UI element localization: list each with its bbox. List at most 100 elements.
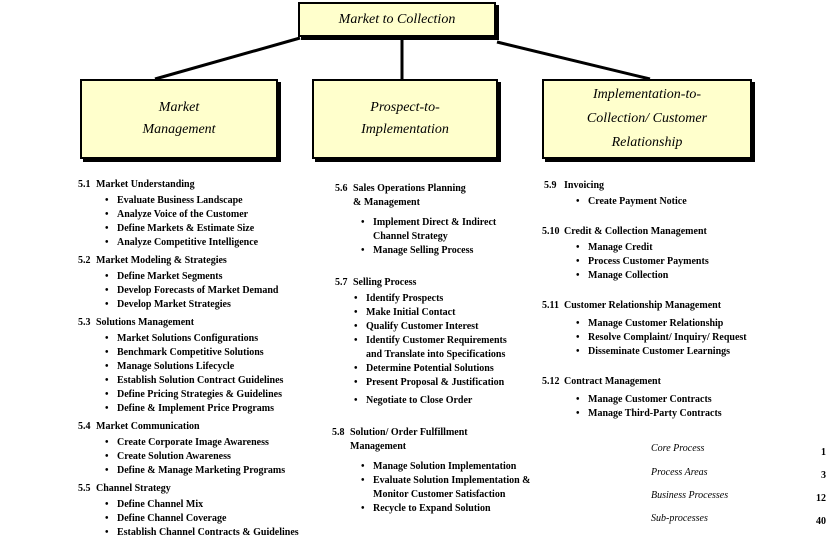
- list-item: Define Pricing Strategies & Guidelines: [105, 388, 318, 402]
- section-number: 5.1: [78, 179, 91, 190]
- column-market-management: 5.1 Market Understanding Evaluate Busines…: [78, 178, 318, 540]
- section-number: 5.6: [335, 183, 348, 194]
- section-title: Sales Operations Planning & Management: [353, 183, 466, 208]
- category-box-implementation-to-collection: Implementation-to- Collection/ Customer …: [542, 79, 752, 159]
- summary-row: Core Process 1: [651, 443, 826, 458]
- section-5-4: 5.4 Market Communication Create Corporate…: [78, 420, 318, 478]
- category-label: Prospect-to- Implementation: [361, 100, 449, 137]
- list-item: Create Payment Notice: [576, 195, 774, 209]
- list-item: Analyze Competitive Intelligence: [105, 236, 318, 250]
- category-box-market-management: Market Management: [80, 79, 278, 159]
- section-title: Selling Process: [353, 277, 417, 288]
- list-item: Manage Solutions Lifecycle: [105, 360, 318, 374]
- section-5-12: 5.12 Contract Management Manage Customer …: [542, 375, 772, 421]
- list-item: Identify Prospects: [354, 292, 545, 306]
- root-label: Market to Collection: [338, 11, 456, 27]
- list-item: Implement Direct & Indirect Channel Stra…: [361, 216, 545, 244]
- list-item: Create Solution Awareness: [105, 450, 318, 464]
- list-item: Process Customer Payments: [576, 255, 772, 269]
- section-title: Market Communication: [96, 421, 200, 432]
- list-item: Establish Solution Contract Guidelines: [105, 374, 318, 388]
- list-item: Resolve Complaint/ Inquiry/ Request: [576, 331, 772, 345]
- summary-value: 12: [816, 493, 826, 504]
- list-item: Manage Credit: [576, 241, 772, 255]
- list-item: Recycle to Expand Solution: [361, 502, 542, 516]
- summary-table: Core Process 1 Process Areas 3 Business …: [651, 443, 826, 538]
- list-item: Define & Implement Price Programs: [105, 402, 318, 416]
- summary-row: Sub-processes 40: [651, 513, 826, 527]
- summary-label: Sub-processes: [651, 513, 708, 524]
- summary-row: Process Areas 3: [651, 467, 826, 481]
- list-item: Determine Potential Solutions: [354, 362, 545, 376]
- list-item: Disseminate Customer Learnings: [576, 345, 772, 359]
- section-title: Channel Strategy: [96, 483, 171, 494]
- list-item: Benchmark Competitive Solutions: [105, 346, 318, 360]
- connector-root-to-implementation: [496, 40, 651, 81]
- list-item: Qualify Customer Interest: [354, 320, 545, 334]
- section-number: 5.4: [78, 421, 91, 432]
- list-item: Define Markets & Estimate Size: [105, 222, 318, 236]
- section-number: 5.11: [542, 300, 559, 311]
- connector-root-to-market: [154, 36, 301, 81]
- section-title: Solutions Management: [96, 317, 195, 328]
- list-item: Define Channel Mix: [105, 498, 318, 512]
- list-item: Develop Market Strategies: [105, 298, 318, 312]
- list-item: Manage Solution Implementation: [361, 460, 542, 474]
- category-label: Implementation-to- Collection/ Customer …: [586, 87, 708, 150]
- section-number: 5.2: [78, 255, 91, 266]
- section-title: Market Modeling & Strategies: [96, 255, 227, 266]
- summary-label: Process Areas: [651, 467, 708, 478]
- section-number: 5.8: [332, 427, 345, 438]
- list-item: Manage Customer Contracts: [576, 393, 772, 407]
- list-item: Market Solutions Configurations: [105, 332, 318, 346]
- section-number: 5.10: [542, 226, 560, 237]
- section-5-9: 5.9 Invoicing Create Payment Notice: [544, 179, 774, 209]
- section-5-2: 5.2 Market Modeling & Strategies Define M…: [78, 254, 318, 312]
- list-item: Negotiate to Close Order: [354, 394, 545, 408]
- section-number: 5.7: [335, 277, 348, 288]
- summary-value: 40: [816, 516, 826, 527]
- category-label: Market Management: [142, 100, 216, 137]
- list-item: Establish Channel Contracts & Guidelines: [105, 526, 318, 540]
- root-box: Market to Collection: [298, 2, 496, 37]
- section-number: 5.3: [78, 317, 91, 328]
- list-item: Manage Customer Relationship: [576, 317, 772, 331]
- list-item: Analyze Voice of the Customer: [105, 208, 318, 222]
- list-item: Develop Forecasts of Market Demand: [105, 284, 318, 298]
- section-5-3: 5.3 Solutions Management Market Solutions…: [78, 316, 318, 416]
- section-title: Credit & Collection Management: [564, 226, 707, 237]
- summary-value: 3: [821, 470, 826, 481]
- section-title: Contract Management: [564, 376, 661, 387]
- list-item: Create Corporate Image Awareness: [105, 436, 318, 450]
- list-item: Define Market Segments: [105, 270, 318, 284]
- list-item: Evaluate Business Landscape: [105, 194, 318, 208]
- list-item: Evaluate Solution Implementation & Monit…: [361, 474, 542, 502]
- list-item: Define & Manage Marketing Programs: [105, 464, 318, 478]
- summary-row: Business Processes 12: [651, 490, 826, 504]
- section-title: Solution/ Order Fulfillment Management: [350, 427, 468, 452]
- summary-value: 1: [821, 447, 826, 458]
- section-number: 5.9: [544, 180, 557, 191]
- section-5-10: 5.10 Credit & Collection Management Manag…: [542, 225, 772, 283]
- list-item: Identify Customer Requirements and Trans…: [354, 334, 545, 362]
- section-5-6: 5.6 Sales Operations Planning & Managemen…: [335, 182, 545, 258]
- section-number: 5.5: [78, 483, 91, 494]
- section-number: 5.12: [542, 376, 560, 387]
- list-item: Manage Collection: [576, 269, 772, 283]
- section-title: Customer Relationship Management: [564, 300, 722, 311]
- section-5-11: 5.11 Customer Relationship Management Man…: [542, 299, 772, 359]
- category-box-prospect-to-implementation: Prospect-to- Implementation: [312, 79, 498, 159]
- section-title: Market Understanding: [96, 179, 195, 190]
- section-5-8: 5.8 Solution/ Order Fulfillment Managemen…: [332, 426, 542, 516]
- summary-label: Core Process: [651, 443, 705, 454]
- list-item: Manage Third-Party Contracts: [576, 407, 772, 421]
- list-item: Define Channel Coverage: [105, 512, 318, 526]
- section-5-5: 5.5 Channel Strategy Define Channel Mix D…: [78, 482, 318, 540]
- section-title: Invoicing: [564, 180, 605, 191]
- list-item: Present Proposal & Justification: [354, 376, 545, 390]
- column-prospect-to-implementation: 5.6 Sales Operations Planning & Managemen…: [332, 182, 545, 516]
- section-5-1: 5.1 Market Understanding Evaluate Busines…: [78, 178, 318, 250]
